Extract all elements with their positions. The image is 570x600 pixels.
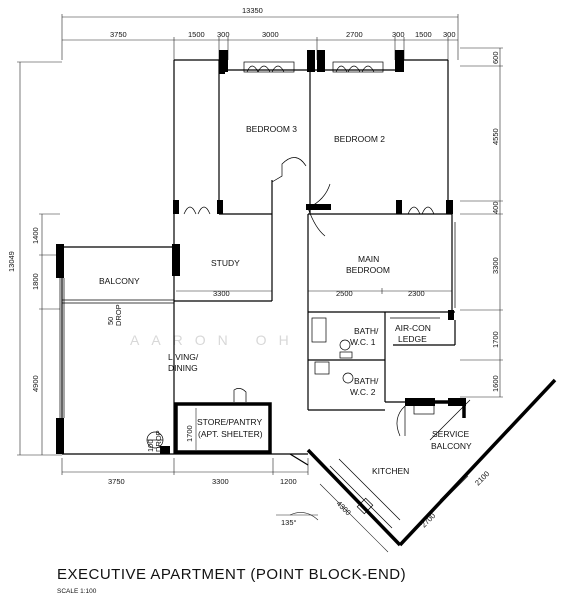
dim-top-3: 300	[217, 30, 230, 39]
dim-right-5: 1700	[491, 331, 500, 348]
label-service-1: SERVICE	[432, 429, 469, 439]
dim-diag-1: 4300	[335, 499, 353, 517]
dim-top-1: 3750	[110, 30, 127, 39]
dim-diag-2: 2100	[473, 469, 491, 487]
notes: 50 DROP 100 DROP 135°	[106, 304, 297, 527]
dim-top-2: 1500	[188, 30, 205, 39]
label-bath-1a: BATH/	[354, 326, 379, 336]
dim-diag-3: 2700	[419, 511, 437, 529]
dim-left-2: 1800	[31, 273, 40, 290]
dim-left-1: 1400	[31, 227, 40, 244]
dim-interior-3: 2300	[408, 289, 425, 298]
label-aircon-1: AIR-CON	[395, 323, 431, 333]
windows-and-doors	[59, 61, 471, 529]
dim-top-4: 3000	[262, 30, 279, 39]
plan-scale: SCALE 1:100	[57, 588, 97, 595]
dim-left-3: 4900	[31, 375, 40, 392]
label-bath-2b: W.C. 2	[350, 387, 376, 397]
dim-top-6: 300	[392, 30, 405, 39]
label-study: STUDY	[211, 258, 240, 268]
dim-top-7: 1500	[415, 30, 432, 39]
dim-overall-height: 13049	[7, 251, 16, 272]
dim-top-5: 2700	[346, 30, 363, 39]
label-bedroom-3: BEDROOM 3	[246, 124, 297, 134]
walls	[56, 50, 557, 547]
dimension-labels: 13350 3750 1500 300 3000 2700 300 1500 3…	[7, 6, 500, 529]
label-bedroom-2: BEDROOM 2	[334, 134, 385, 144]
drop-100-word: DROP	[154, 430, 163, 452]
label-store-2: (APT. SHELTER)	[198, 429, 263, 439]
drop-100-value: 100	[146, 439, 155, 452]
drop-50-value: 50	[106, 317, 115, 325]
room-labels: BEDROOM 3 BEDROOM 2 STUDY MAIN BEDROOM B…	[99, 124, 472, 476]
label-bath-2a: BATH/	[354, 376, 379, 386]
dim-bottom-3: 1200	[280, 477, 297, 486]
dim-bottom-2: 3300	[212, 477, 229, 486]
dim-bottom-1: 3750	[108, 477, 125, 486]
angle-label: 135°	[281, 518, 297, 527]
label-living-2: DINING	[168, 363, 198, 373]
dim-interior-4: 1700	[185, 425, 194, 442]
dim-right-2: 4550	[491, 128, 500, 145]
dim-right-6: 1600	[491, 375, 500, 392]
dim-right-4: 3300	[491, 257, 500, 274]
plan-title: EXECUTIVE APARTMENT (POINT BLOCK-END)	[57, 566, 407, 583]
dim-interior-1: 3300	[213, 289, 230, 298]
dim-top-8: 300	[443, 30, 456, 39]
label-kitchen: KITCHEN	[372, 466, 409, 476]
dim-right-1: 600	[491, 51, 500, 64]
label-aircon-2: LEDGE	[398, 334, 427, 344]
dim-right-3: 400	[491, 201, 500, 214]
label-main-bedroom-2: BEDROOM	[346, 265, 390, 275]
label-service-2: BALCONY	[431, 441, 472, 451]
dimension-lines	[17, 14, 503, 553]
label-store-1: STORE/PANTRY	[197, 417, 263, 427]
label-balcony: BALCONY	[99, 276, 140, 286]
label-main-bedroom-1: MAIN	[358, 254, 379, 264]
label-bath-1b: W.C. 1	[350, 337, 376, 347]
label-living-1: LIVING/	[168, 352, 199, 362]
drop-50-word: DROP	[114, 304, 123, 326]
dim-overall-width: 13350	[242, 6, 263, 15]
dim-interior-2: 2500	[336, 289, 353, 298]
watermark: AARON OH	[130, 332, 301, 348]
